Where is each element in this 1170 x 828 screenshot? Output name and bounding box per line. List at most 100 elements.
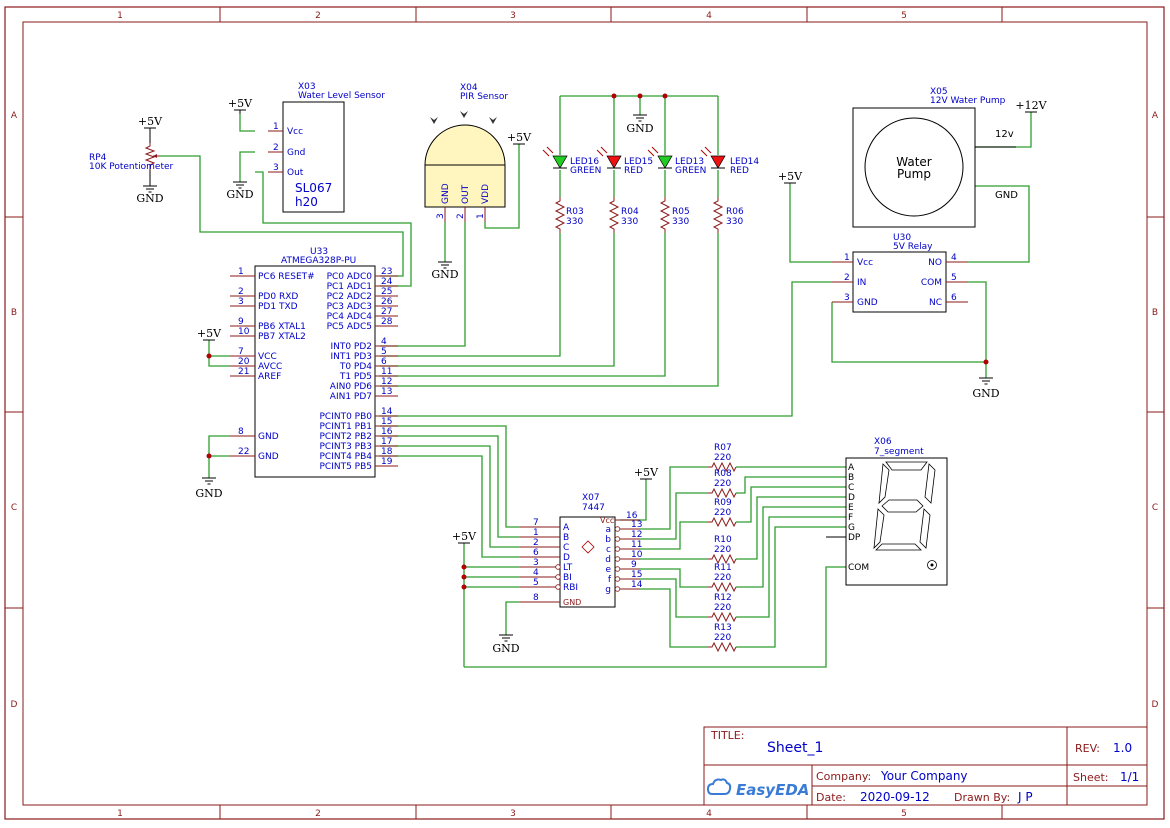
company-label: Company: [816,770,871,783]
u30-pin-num: 1 [844,253,850,263]
gnd-symbol-relay: GND [972,377,1000,400]
x07-pin-num: 7 [533,518,539,528]
x06-pin-name: B [848,473,854,483]
relay-u30: U30 5V Relay 1 2 3 Vcc IN GND 4 5 6 NO C… [832,233,968,313]
frame-col-2-top: 2 [315,11,321,21]
u33-pin-num: 21 [238,367,249,377]
drawn-by-label: Drawn By: [954,791,1010,804]
r05-value: 330 [672,217,689,227]
u33-pin-name: PCINT2 PB2 [319,432,372,442]
u33-pin-num: 20 [238,357,250,367]
resistor-group-220: R07220R08220R09220R10220R11220R12220R132… [708,443,737,653]
u33-pin-num: 6 [381,357,387,367]
gnd-symbol-leds: GND [626,114,654,135]
x05-title: 12V Water Pump [930,96,1006,106]
x07-pin-name: A [563,523,570,533]
title-value: Sheet_1 [767,740,823,756]
r220-designator: R11 [714,563,732,573]
resistor-group-330: R03 330 R04 330 R05 330 R06 330 [554,197,744,233]
x06-pin-name: G [848,523,855,533]
u33-pin-name: T1 PD5 [339,372,372,382]
x07-pin-name: C [563,543,569,553]
decoder-symbol-icon [581,540,595,554]
x03-pin-name: Vcc [287,127,303,137]
x07-vcc-pin-num: 16 [626,511,638,521]
gnd-label: GND [195,487,222,500]
vcc12-label: +12V [1015,99,1047,112]
u33-pin-name: INT0 PD2 [330,342,372,352]
led13-color: GREEN [675,166,706,176]
u30-pin-name: NO [928,258,942,268]
u33-pin-name: PCINT3 PB3 [319,442,372,452]
x03-designator: X03 [298,82,316,92]
u33-pin-name: AVCC [258,362,282,372]
r06-value: 330 [726,217,743,227]
easyeda-logo: EasyEDA [706,778,809,799]
u33-pin-num: 26 [381,297,393,307]
x06-pin-name: DP [848,533,861,543]
vcc-symbol-pot: +5V [138,115,163,143]
x05-designator: X05 [930,87,948,97]
junction-dots [206,93,989,590]
led13-designator: LED13 [675,157,704,167]
r04-value: 330 [621,217,638,227]
led-led14: LED14 RED [700,146,759,176]
rev-label: REV: [1075,742,1100,755]
sheet-label: Sheet: [1073,771,1109,784]
vcc-label: +5V [778,170,803,183]
vcc-label: +5V [452,530,477,543]
r220-designator: R08 [714,469,732,479]
u33-pin-name: PC1 ADC1 [327,282,372,292]
x06-pin-name: C [848,483,854,493]
u33-pin-name: AIN1 PD7 [330,392,372,402]
x07-pin-name: BI [563,573,572,583]
frame-row-b-left: B [11,308,17,318]
u33-pin-num: 8 [238,427,244,437]
led-led16: LED16 GREEN [542,146,601,176]
led16-designator: LED16 [570,157,599,167]
u33-pin-name: GND [258,432,279,442]
x07-pin-num: 14 [631,580,643,590]
gnd-symbol-level: GND [226,181,254,201]
vcc-symbol-relay: +5V [778,170,803,184]
u33-pin-num: 24 [381,277,393,287]
x07-pin-name: RBI [563,583,578,593]
frame-col-3-bottom: 3 [510,809,516,819]
r03-value: 330 [566,217,583,227]
x07-pin-name: c [606,545,611,555]
x04-pin-name: OUT [461,184,471,204]
resistor-r06: R06 330 [712,197,744,233]
u33-pin-name: PCINT4 PB4 [319,452,372,462]
u33-pin-num: 19 [381,457,393,467]
u33-pin-name: PCINT1 PB1 [319,422,372,432]
x07-pin-num: 9 [631,560,637,570]
u30-pin-num: 4 [951,253,957,263]
u33-pin-num: 28 [381,317,393,327]
gnd-label: GND [972,387,999,400]
u33-pin-num: 1 [238,267,244,277]
x04-pin-num: 2 [456,213,466,219]
u33-pin-name: T0 PD4 [339,362,372,372]
u33-pin-num: 27 [381,307,392,317]
x07-designator: X07 [582,493,600,503]
x07-pin-num: 12 [631,530,642,540]
led-group: LED16 GREEN LED15 RED LED13 GREEN LED14 … [542,146,759,176]
x03-pin-num: 1 [273,122,279,132]
u33-pin-num: 23 [381,267,392,277]
resistor-r04: R04 330 [608,197,639,233]
frame-row-a-right: A [1152,111,1159,121]
gnd-symbol-pot: GND [136,170,164,205]
x03-pin-name: Gnd [287,148,305,158]
frame-col-5-bottom: 5 [901,809,907,819]
u33-pin-num: 10 [238,327,250,337]
